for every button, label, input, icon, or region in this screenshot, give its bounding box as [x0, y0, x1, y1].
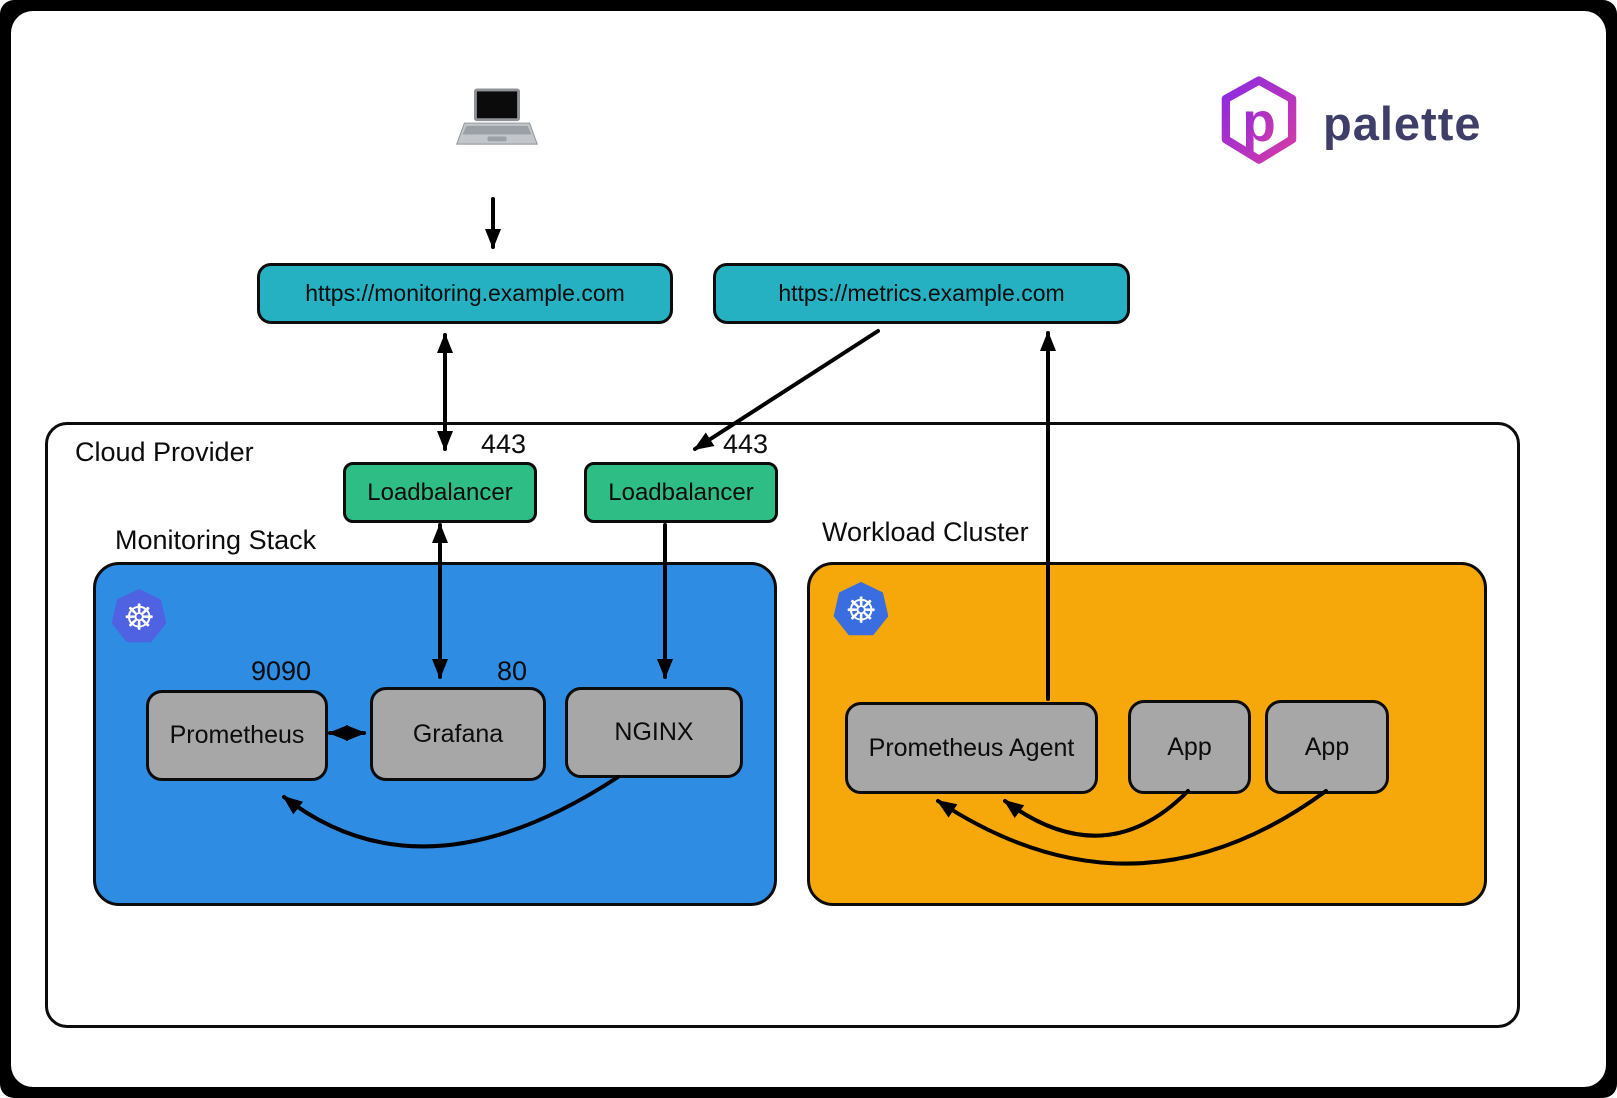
app-label: App	[1304, 732, 1350, 761]
grafana-label: Grafana	[412, 719, 504, 748]
prometheus-agent-node: Prometheus Agent	[845, 702, 1098, 794]
app-label: App	[1167, 732, 1212, 761]
monitoring-url-text: https://monitoring.example.com	[305, 280, 625, 306]
brand-name: palette	[1323, 97, 1482, 150]
metrics-url-text: https://metrics.example.com	[778, 280, 1065, 306]
monitoring-url-box: https://monitoring.example.com	[257, 263, 673, 324]
app-node-2: App	[1265, 700, 1389, 794]
nginx-label: NGINX	[614, 718, 694, 746]
laptop-icon	[451, 83, 543, 170]
kubernetes-icon: ☸	[111, 589, 167, 650]
svg-text:p: p	[1242, 91, 1276, 153]
grafana-node: Grafana	[370, 687, 546, 781]
loadbalancer-metrics: Loadbalancer	[584, 462, 778, 523]
grafana-port: 80	[497, 656, 528, 686]
lb-monitoring-port: 443	[481, 429, 527, 459]
metrics-url-box: https://metrics.example.com	[713, 263, 1130, 324]
app-node-1: App	[1128, 700, 1251, 794]
loadbalancer-monitoring-label: Loadbalancer	[367, 478, 513, 506]
lb-metrics-port: 443	[723, 429, 769, 459]
diagram-canvas: p palette https://monitoring.example.com…	[11, 11, 1606, 1087]
svg-text:☸: ☸	[845, 591, 877, 630]
prometheus-agent-label: Prometheus Agent	[868, 733, 1075, 762]
nginx-node: NGINX	[565, 687, 743, 778]
prometheus-node: Prometheus	[146, 690, 328, 781]
brand-logo: p palette	[1213, 75, 1482, 172]
workload-cluster-label: Workload Cluster	[822, 517, 1029, 547]
prometheus-label: Prometheus	[169, 721, 305, 749]
loadbalancer-metrics-label: Loadbalancer	[608, 478, 754, 506]
prometheus-port: 9090	[251, 656, 312, 686]
cloud-provider-label: Cloud Provider	[75, 437, 254, 467]
kubernetes-icon: ☸	[833, 582, 889, 643]
svg-text:☸: ☸	[123, 598, 155, 637]
loadbalancer-monitoring: Loadbalancer	[343, 462, 537, 523]
monitoring-stack-label: Monitoring Stack	[115, 525, 317, 555]
palette-hexagon-logo: p	[1213, 75, 1305, 172]
